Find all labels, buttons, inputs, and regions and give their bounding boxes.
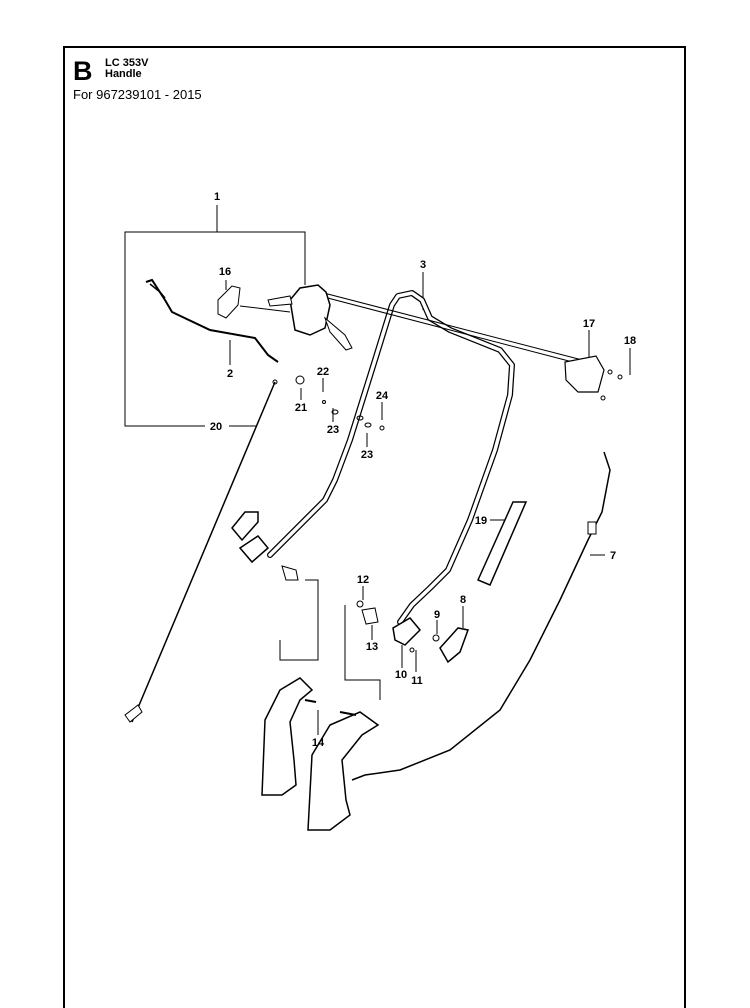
part-7-cable	[351, 451, 611, 781]
callout-16: 16	[219, 266, 231, 278]
control-housing	[289, 284, 331, 336]
callout-12: 12	[357, 574, 369, 586]
part-2-bail	[145, 278, 279, 363]
callout-1: 1	[214, 191, 220, 203]
callout-11: 11	[411, 675, 423, 687]
callout-7: 7	[610, 550, 616, 562]
part-14-bolt-left	[304, 699, 317, 703]
part-24-nut	[379, 425, 385, 431]
callout-8: 8	[460, 594, 466, 606]
part-18-screw-c	[600, 395, 606, 401]
part-14-bracket-right	[307, 711, 380, 831]
part-11-bolt	[409, 647, 415, 653]
part-7-cable-clip	[587, 521, 597, 535]
part-20-cable-end-bottom	[124, 704, 143, 723]
callout-10: 10	[395, 669, 407, 681]
leader-1-bracket	[124, 205, 218, 427]
callout-17: 17	[583, 318, 595, 330]
part-17-bracket	[564, 355, 605, 393]
left-clamp-knob	[231, 511, 259, 542]
left-clamp-body	[238, 535, 270, 564]
part-23-washer-c	[364, 422, 372, 428]
handle-tube-inner	[268, 291, 514, 624]
part-16-cover	[217, 285, 241, 319]
part-2-bail-end	[149, 283, 166, 299]
callout-23-b: 23	[361, 449, 373, 461]
leader-left-bracket	[279, 579, 319, 661]
control-lever-left	[267, 295, 293, 307]
applicability-text: For 967239101 - 2015	[73, 87, 202, 102]
part-18-screw-b	[617, 374, 623, 380]
part-9-washer	[432, 634, 440, 642]
callout-19: 19	[475, 515, 487, 527]
part-19-grip	[477, 501, 528, 586]
part-22-pin	[322, 400, 326, 404]
part-group-title: Handle	[105, 68, 142, 80]
left-spring	[281, 565, 299, 581]
part-21-knob	[295, 375, 305, 385]
part-13-spring	[361, 607, 379, 625]
part-10-clamp	[392, 617, 422, 646]
part-12-nut	[356, 600, 364, 608]
leader-right-bracket	[344, 605, 381, 700]
section-letter: B	[73, 56, 93, 86]
callout-14: 14	[312, 737, 325, 749]
callout-24: 24	[376, 390, 389, 402]
model-name: LC 353V	[105, 57, 149, 69]
part-16-link	[239, 305, 291, 313]
callout-18: 18	[624, 335, 636, 347]
part-8-lever	[439, 627, 470, 664]
callout-3: 3	[420, 259, 426, 271]
callout-9: 9	[434, 609, 440, 621]
part-20-cable-end-top	[272, 379, 278, 385]
part-20-cable	[131, 381, 276, 723]
throttle-cable-2	[319, 295, 589, 367]
part-23-washer-b	[356, 415, 364, 421]
leader-1-right	[217, 231, 306, 285]
part-14-bracket-left	[261, 677, 314, 796]
throttle-cable	[319, 291, 591, 363]
control-lever-right	[323, 316, 353, 351]
handle-tube-outline	[267, 290, 515, 625]
callout-2: 2	[227, 368, 233, 380]
callout-21: 21	[295, 402, 307, 414]
callout-23-a: 23	[327, 424, 339, 436]
callout-20: 20	[210, 421, 222, 433]
callout-13: 13	[366, 641, 378, 653]
callout-22: 22	[317, 366, 329, 378]
part-23-washer-a	[331, 409, 339, 415]
page-frame	[63, 46, 686, 1008]
part-18-screw-a	[607, 369, 613, 375]
part-14-bolt-right	[339, 711, 357, 716]
